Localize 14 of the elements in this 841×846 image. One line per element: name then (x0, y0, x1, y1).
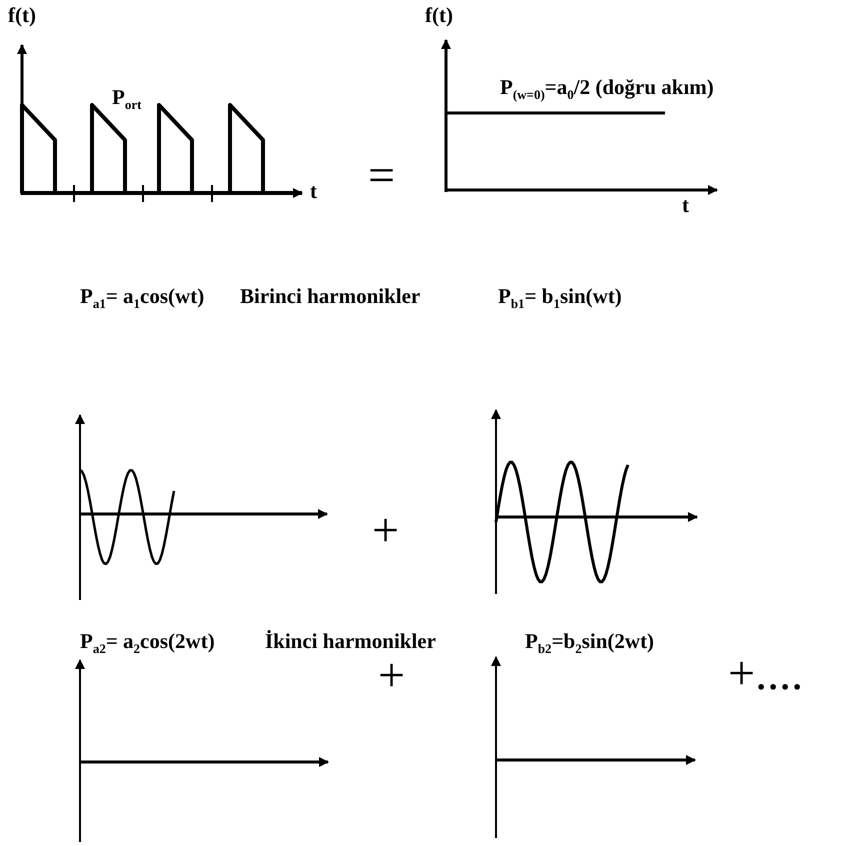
axis-label: t (310, 180, 317, 204)
axis-label: f(t) (425, 4, 453, 28)
axis-label: f(t) (8, 4, 36, 28)
formula-label: P$_{ort}$ (112, 86, 142, 112)
plus-sign: + (372, 505, 400, 558)
formula-label: P$_{b1}$= b$_{1}$sin(wt) (498, 285, 622, 312)
equals-sign: = (368, 150, 396, 203)
formula-label: P$_{a1}$= a$_{1}$cos(wt) (80, 285, 204, 312)
plus-ellipsis: +.... (728, 648, 804, 701)
heading: Birinci harmonikler (240, 285, 420, 308)
axis-label: t (682, 194, 689, 218)
formula-label: P$_{b2}$=b$_{2}$sin(2wt) (525, 630, 654, 656)
formula-label: P$_{a2}$= a$_{2}$cos(2wt) (80, 630, 215, 656)
formula-label: P$_{(w=0)}$=a$_{0}$/2 (doğru akım) (500, 76, 714, 102)
